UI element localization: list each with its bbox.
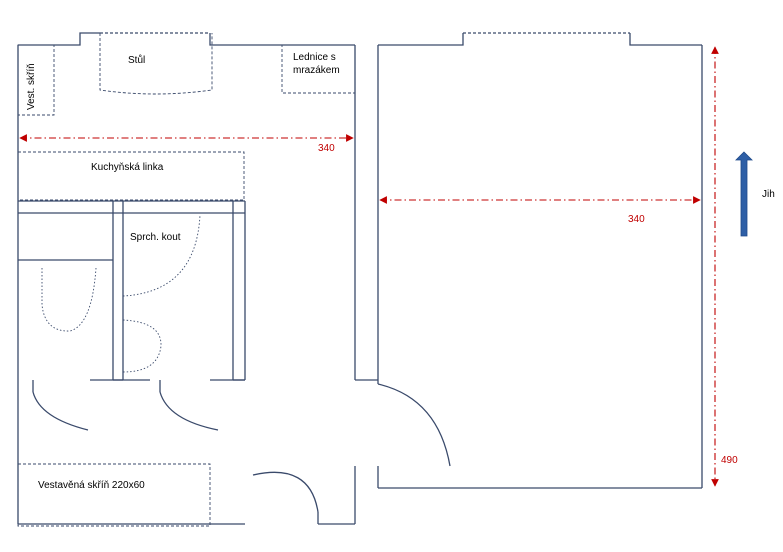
room-height-label: 490 (721, 455, 738, 466)
table-label: Stůl (128, 54, 145, 66)
south-label: Jih (762, 189, 775, 200)
furniture (17, 33, 356, 527)
wardrobe-small (17, 44, 55, 116)
fridge (281, 44, 356, 94)
sink (122, 319, 162, 373)
room-width-label: 340 (628, 214, 645, 225)
shower-label: Sprch. kout (130, 232, 181, 243)
built-in-wardrobe (17, 463, 211, 527)
arrow-up-icon (735, 151, 753, 237)
kitchen-counter-label: Kuchyňská linka (91, 162, 164, 173)
walls (17, 32, 703, 525)
dimension-lines (19, 46, 719, 487)
wardrobe-small-label: Vest. skříň (26, 63, 37, 110)
fridge-label-line1: Lednice s (293, 52, 336, 63)
toilet (41, 267, 97, 332)
doors (32, 380, 451, 524)
fridge-label-line2: mrazákem (293, 65, 340, 76)
kitchen-counter (17, 151, 245, 201)
table (99, 33, 213, 95)
built-in-wardrobe-label: Vestavěná skříň 220x60 (38, 480, 145, 491)
shower-tray (122, 214, 201, 297)
kitchen-width-label: 340 (318, 143, 335, 154)
